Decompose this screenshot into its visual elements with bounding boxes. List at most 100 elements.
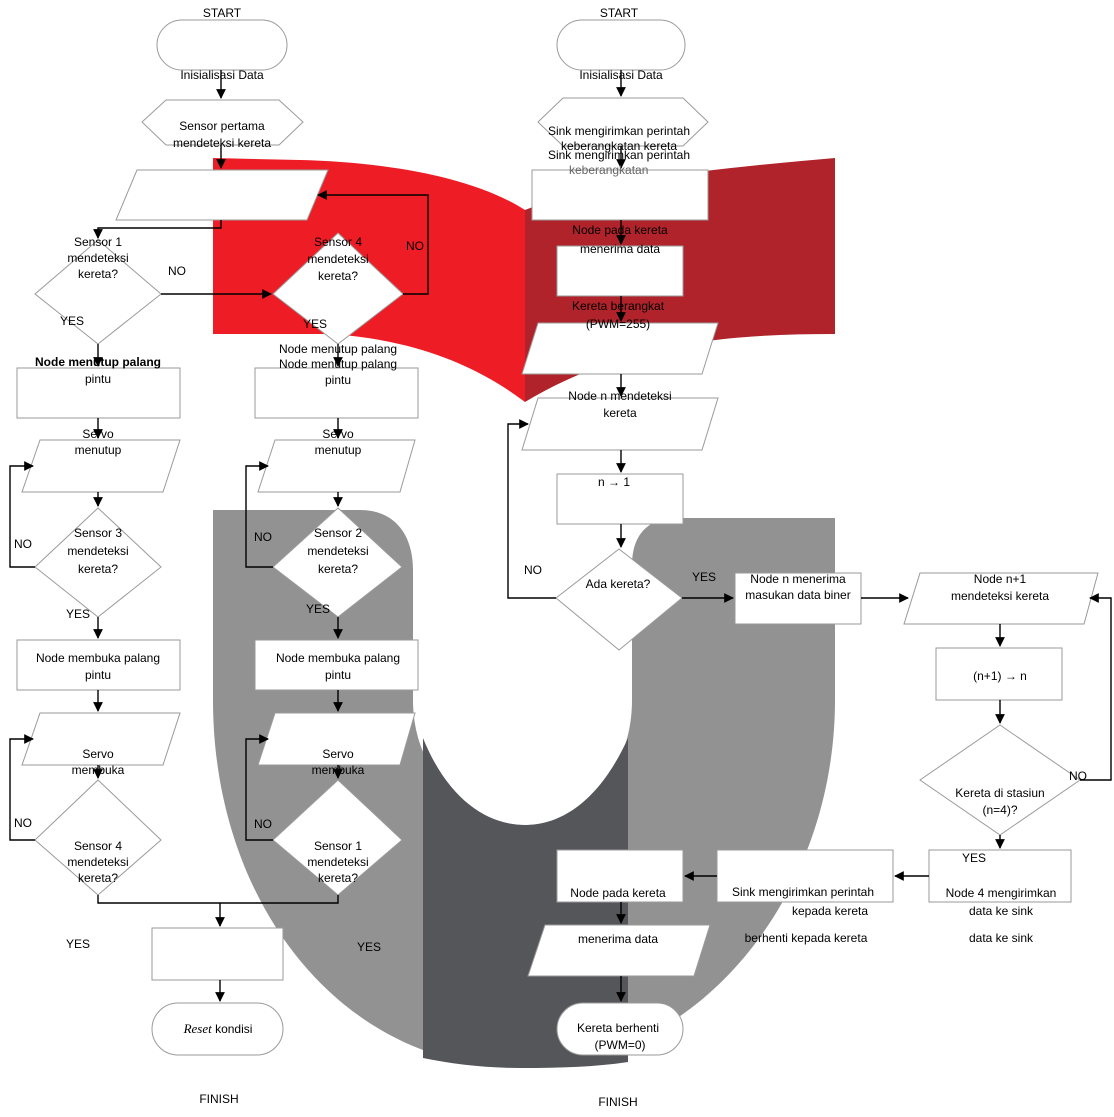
label-node-n1-1: Node n+1: [974, 572, 1027, 586]
edge-sensor3-no-loop: [9, 461, 35, 568]
label-no-s1b: NO: [254, 817, 272, 831]
edge-sensor2-no-loop: [245, 461, 273, 568]
label-close-mid-2: pintu: [325, 373, 351, 387]
label-s4b-line3: kereta?: [78, 871, 118, 885]
label-yes-s4a: YES: [303, 317, 327, 331]
label-node-train-2: menerima data: [578, 932, 658, 946]
label-s4a-line1: Sensor 4: [314, 235, 362, 249]
label-s4a-line3: kereta?: [318, 269, 358, 283]
label-servo-close-mid-1: Servo: [322, 427, 354, 441]
label-node4-send-2: data ke sink: [969, 904, 1034, 918]
io-node-n-detect: [521, 397, 719, 451]
label-n-to-1: n → 1: [598, 475, 630, 489]
label-sensor-first-2: mendeteksi kereta: [173, 136, 271, 150]
io-node-train-receive: [527, 924, 711, 977]
process-n1-to-n: [935, 647, 1063, 701]
label-yes-bottom-left: YES: [66, 937, 90, 951]
label-station-2: (n=4)?: [982, 803, 1017, 817]
label-servo-close-mid-2: menutup: [315, 443, 362, 457]
label-train-stop-1: Kereta berhenti: [577, 1021, 659, 1035]
label-sink-stop-dup: berhenti kepada kereta: [745, 931, 868, 945]
label-s3-line3: kereta?: [78, 562, 118, 576]
label-s3-line1: Sensor 3: [74, 526, 122, 540]
edge-blank-to-sensor1: [93, 220, 222, 239]
label-finish-left: FINISH: [199, 1092, 238, 1106]
label-node-n-recv-1: Node n menerima: [750, 572, 846, 586]
start-terminal-left: [156, 19, 288, 71]
process-sink-stop: [716, 849, 894, 903]
label-node-recv-2: menerima data: [580, 242, 660, 256]
label-s1-line3: kereta?: [78, 267, 118, 281]
label-no-s2: NO: [254, 530, 272, 544]
label-finish-right: FINISH: [598, 1095, 637, 1109]
label-train-depart-2: (PWM=255): [586, 317, 650, 331]
process-close-gate-left: [16, 367, 181, 419]
label-no-s1: NO: [168, 264, 186, 278]
label-node-train-1: Node pada kereta: [570, 886, 666, 900]
io-servo-close-mid: [257, 439, 416, 493]
label-no-ada: NO: [524, 563, 542, 577]
label-sensor-first-1: Sensor pertama: [179, 119, 265, 133]
flowchart-shapes: [16, 19, 1099, 1056]
finish-terminal-stop: [556, 1002, 684, 1056]
process-node-receive: [556, 245, 684, 297]
label-s4a-line2: mendeteksi: [307, 252, 368, 266]
label-sink-stop-2: kepada kereta: [792, 904, 868, 918]
label-close-mid-1b: Node menutup palang: [279, 357, 397, 371]
label-start-right: START: [600, 6, 639, 20]
label-servo-close-left-2: menutup: [75, 443, 122, 457]
label-close-left-1: Node menutup palang: [35, 355, 161, 369]
label-open-left-1: Node membuka palang: [36, 651, 160, 665]
label-s2-line2: mendeteksi: [307, 544, 368, 558]
label-servo-close-left-1: Servo: [82, 427, 114, 441]
io-servo-open-left: [21, 712, 181, 766]
io-node-n1-detect: [903, 572, 1099, 625]
label-reset-italic: Reset: [183, 1021, 213, 1036]
edge-sensor1-mid-yes: [220, 895, 339, 904]
label-reset-rest: kondisi: [212, 1022, 253, 1036]
label-node4-send-1: Node 4 mengirimkan: [946, 886, 1057, 900]
decision-ada-kereta: [555, 548, 683, 651]
label-sink-send-dup-1: Sink mengirimkan perintah: [548, 148, 690, 162]
label-station-1: Kereta di stasiun: [955, 786, 1044, 800]
label-yes-s2: YES: [306, 602, 330, 616]
label-no-station: NO: [1069, 769, 1087, 783]
io-train-depart: [521, 322, 719, 375]
io-sink-send-departure: [537, 97, 709, 147]
label-node-recv-1: Node pada kereta: [572, 223, 668, 237]
label-init-right: Inisialisasi Data: [579, 68, 663, 82]
label-sink-send-1: Sink mengirimkan perintah: [548, 124, 690, 138]
edge-ada-no-loop: [507, 419, 556, 599]
flowchart-labels: START Inisialisasi Data Sensor pertama m…: [14, 6, 1087, 1109]
label-s3-line2: mendeteksi: [67, 544, 128, 558]
label-node-n-detect-1: Node n mendeteksi: [568, 389, 671, 403]
label-node-n-recv-2: masukan data biner: [745, 588, 850, 602]
label-yes-s1: YES: [60, 314, 84, 328]
label-s1b-line2: mendeteksi: [307, 855, 368, 869]
label-open-mid-2: pintu: [325, 668, 351, 682]
process-node-train: [556, 849, 684, 903]
finish-terminal-reset: [151, 1002, 284, 1056]
label-ada-kereta: Ada kereta?: [586, 577, 651, 591]
label-node4-send-dup: data ke sink: [969, 931, 1034, 945]
flowchart-connectors: [9, 70, 1112, 1002]
label-node-n-detect-2: kereta: [603, 406, 637, 420]
label-no-s4a: NO: [406, 239, 424, 253]
label-start-left: START: [203, 6, 242, 20]
edge-sensor4-left-no-loop: [9, 734, 35, 841]
label-servo-open-mid-1: Servo: [322, 747, 354, 761]
label-s1b-line3: kereta?: [318, 871, 358, 885]
label-s2-line1: Sensor 2: [314, 526, 362, 540]
sensor-first-input-shape: [141, 99, 304, 146]
label-yes-station: YES: [962, 851, 986, 865]
label-s4b-line2: mendeteksi: [67, 855, 128, 869]
process-blank-bottom: [151, 927, 284, 981]
edge-station-no-loop: [1080, 593, 1112, 781]
start-terminal-right: [556, 19, 686, 71]
label-servo-open-left-2: membuka: [72, 763, 125, 777]
label-servo-open-mid-2: membuka: [312, 763, 365, 777]
io-servo-close-left: [21, 439, 181, 493]
label-open-mid-1: Node membuka palang: [276, 651, 400, 665]
